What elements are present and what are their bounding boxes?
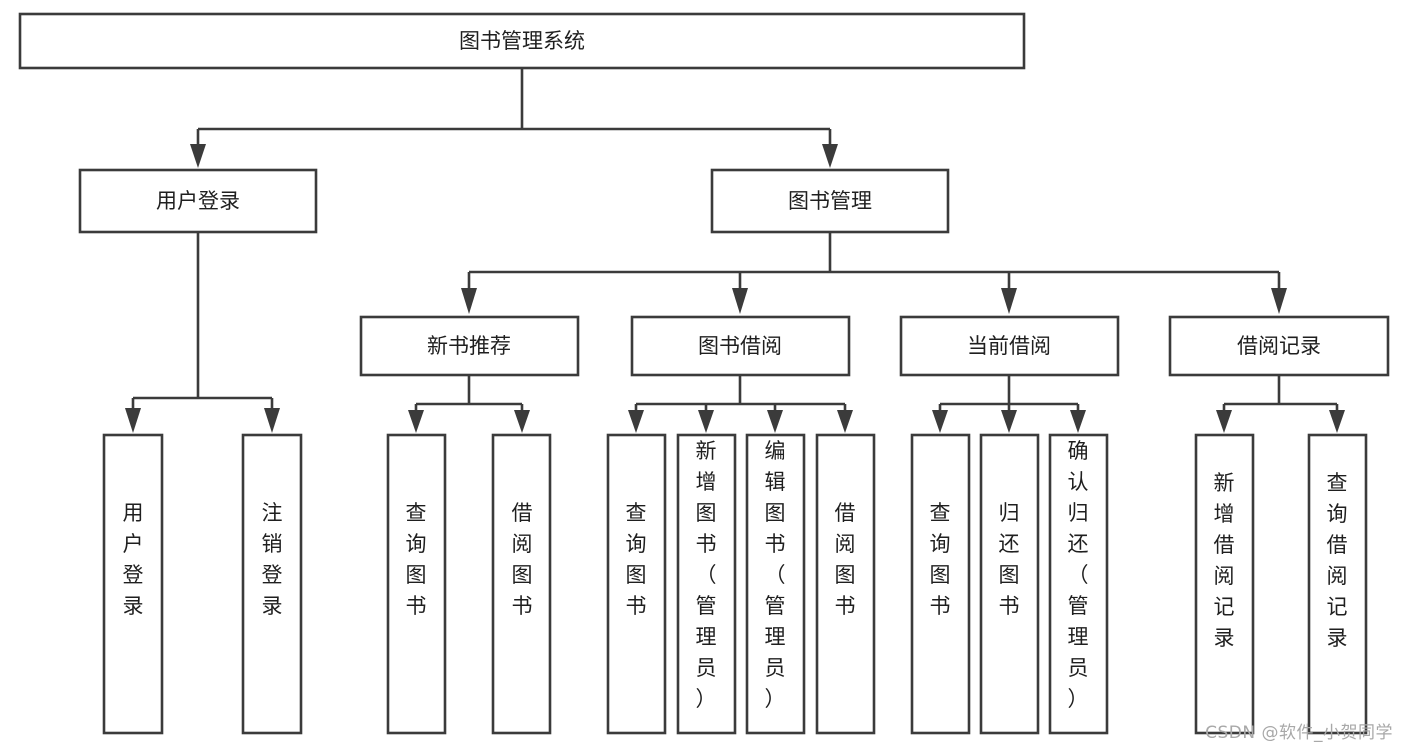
arrowhead-leaf-add-record [1216,410,1232,433]
arrowhead-leaf-borrow-book-1 [514,410,530,433]
node-leaf-edit-book-label: 编辑图书（管理员） [765,439,786,711]
node-leaf-query-book-1[interactable]: 查询图书 [386,433,447,735]
node-leaf-query-book-3[interactable]: 查询图书 [910,433,971,735]
arrowhead-leaf-edit-book [767,410,783,433]
node-book-manage-label: 图书管理 [788,189,872,213]
node-leaf-user-login-box[interactable] [102,433,164,735]
node-leaf-query-record-box[interactable] [1307,433,1368,735]
arrowhead-current [1001,288,1017,314]
node-leaf-add-book-label: 新增图书（管理员） [696,439,717,711]
node-user-login[interactable]: 用户登录 [78,168,318,234]
node-root[interactable]: 图书管理系统 [18,12,1026,70]
node-leaf-query-book-1-label: 查询图书 [406,501,427,618]
arrowhead-leaf-query-book-3 [932,410,948,433]
node-leaf-add-book-box[interactable] [676,433,737,735]
arrowhead-leaf-logout [264,408,280,433]
node-leaf-query-record[interactable]: 查询借阅记录 [1307,433,1368,735]
node-borrow-record-label: 借阅记录 [1237,334,1321,358]
arrowhead-leaf-query-record [1329,410,1345,433]
arrowhead-leaf-user-login [125,408,141,433]
node-borrow-record[interactable]: 借阅记录 [1168,315,1390,377]
node-leaf-logout-label: 注销登录 [262,501,283,618]
arrowhead-leaf-add-book [698,410,714,433]
node-book-borrow[interactable]: 图书借阅 [630,315,851,377]
node-borrow-record-box[interactable] [1168,315,1390,377]
node-book-manage-box[interactable] [710,168,950,234]
node-leaf-return-book-box[interactable] [979,433,1040,735]
connector-layer [125,68,1345,433]
arrowhead-borrow [732,288,748,314]
node-leaf-logout-box[interactable] [241,433,303,735]
csdn-watermark: CSDN @软件_小贺同学 [1205,723,1393,743]
node-user-login-box[interactable] [78,168,318,234]
node-leaf-user-login-label: 用户登录 [123,501,144,618]
node-leaf-borrow-book-2-box[interactable] [815,433,876,735]
node-book-manage[interactable]: 图书管理 [710,168,950,234]
node-leaf-borrow-book-2-label: 借阅图书 [835,501,856,618]
node-leaf-query-book-2-label: 查询图书 [626,501,647,618]
arrowhead-leaf-confirm-return [1070,410,1086,433]
arrowhead-record [1271,288,1287,314]
node-book-borrow-box[interactable] [630,315,851,377]
node-leaf-confirm-return[interactable]: 确认归还（管理员） [1048,433,1109,735]
node-leaf-query-book-3-box[interactable] [910,433,971,735]
node-leaf-confirm-return-label: 确认归还（管理员） [1068,439,1089,711]
node-leaf-edit-book-box[interactable] [745,433,806,735]
node-new-book-recommend-label: 新书推荐 [427,334,511,358]
arrowhead-leaf-query-book-1 [408,410,424,433]
node-leaf-confirm-return-box[interactable] [1048,433,1109,735]
arrowhead-user-login [190,144,206,168]
arrowhead-book-manage [822,144,838,168]
node-leaf-return-book[interactable]: 归还图书 [979,433,1040,735]
node-leaf-query-book-2[interactable]: 查询图书 [606,433,667,735]
node-current-borrow[interactable]: 当前借阅 [899,315,1120,377]
node-new-book-recommend[interactable]: 新书推荐 [359,315,580,377]
node-leaf-logout[interactable]: 注销登录 [241,433,303,735]
node-leaf-borrow-book-1-box[interactable] [491,433,552,735]
node-leaf-query-book-2-box[interactable] [606,433,667,735]
node-current-borrow-box[interactable] [899,315,1120,377]
node-leaf-query-book-1-box[interactable] [386,433,447,735]
node-root-label: 图书管理系统 [459,29,585,53]
node-leaf-add-book[interactable]: 新增图书（管理员） [676,433,737,735]
node-user-login-label: 用户登录 [156,189,240,213]
node-leaf-borrow-book-1[interactable]: 借阅图书 [491,433,552,735]
node-leaf-add-record[interactable]: 新增借阅记录 [1194,433,1255,735]
node-leaf-user-login[interactable]: 用户登录 [102,433,164,735]
node-leaf-add-record-label: 新增借阅记录 [1214,471,1235,650]
node-leaf-add-record-box[interactable] [1194,433,1255,735]
node-new-book-recommend-box[interactable] [359,315,580,377]
arrowhead-recommend [461,288,477,314]
node-leaf-borrow-book-2[interactable]: 借阅图书 [815,433,876,735]
arrowhead-leaf-return-book [1001,410,1017,433]
node-leaf-query-book-3-label: 查询图书 [930,501,951,618]
node-leaf-edit-book[interactable]: 编辑图书（管理员） [745,433,806,735]
arrowhead-leaf-query-book-2 [628,410,644,433]
node-leaf-borrow-book-1-label: 借阅图书 [512,501,533,618]
node-current-borrow-label: 当前借阅 [967,334,1051,358]
node-root-box[interactable] [18,12,1026,70]
node-leaf-return-book-label: 归还图书 [999,501,1020,618]
node-leaf-query-record-label: 查询借阅记录 [1327,471,1348,650]
arrowhead-leaf-borrow-book-2 [837,410,853,433]
node-book-borrow-label: 图书借阅 [698,334,782,358]
